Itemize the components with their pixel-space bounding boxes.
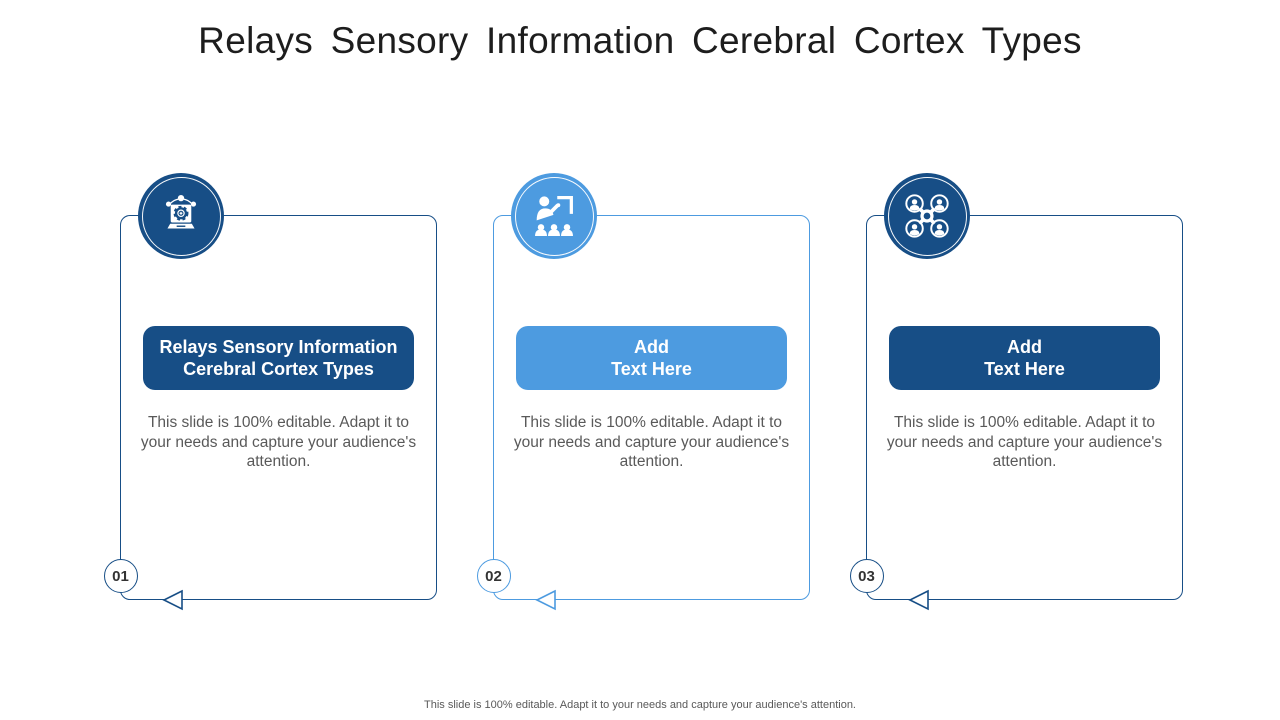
card-03: Add Text Here This slide is 100% editabl…: [849, 173, 1183, 610]
laptop-gear-network-icon: [138, 173, 224, 259]
card-heading-placeholder[interactable]: Add Text Here: [516, 326, 787, 390]
card-01: Relays Sensory Information Cerebral Cort…: [103, 173, 437, 610]
number-badge: 03: [849, 559, 884, 593]
card-body-text: This slide is 100% editable. Adapt it to…: [140, 414, 417, 470]
left-arrow-icon: [162, 589, 183, 610]
presenter-training-icon: [511, 173, 597, 259]
left-arrow-icon: [535, 589, 556, 610]
card-heading-line: Text Here: [611, 359, 692, 379]
card-heading-line: Cerebral Cortex Types: [183, 359, 374, 379]
page-title: Relays Sensory Information Cerebral Cort…: [198, 20, 1082, 61]
card-heading-placeholder[interactable]: Relays Sensory Information Cerebral Cort…: [143, 326, 414, 390]
card-body-text: This slide is 100% editable. Adapt it to…: [886, 414, 1163, 470]
team-network-icon: [884, 173, 970, 259]
number-badge: 01: [103, 559, 138, 593]
card-heading-line: Add: [634, 337, 669, 357]
card-heading-placeholder[interactable]: Add Text Here: [889, 326, 1160, 390]
card-heading-line: Text Here: [984, 359, 1065, 379]
slide-footer-note: This slide is 100% editable. Adapt it to…: [424, 699, 856, 711]
card-02: Add Text Here This slide is 100% editabl…: [476, 173, 810, 610]
card-body-text: This slide is 100% editable. Adapt it to…: [513, 414, 790, 470]
left-arrow-icon: [908, 589, 929, 610]
card-heading-line: Relays Sensory Information: [159, 337, 398, 357]
card-heading-line: Add: [1007, 337, 1042, 357]
number-badge: 02: [476, 559, 511, 593]
